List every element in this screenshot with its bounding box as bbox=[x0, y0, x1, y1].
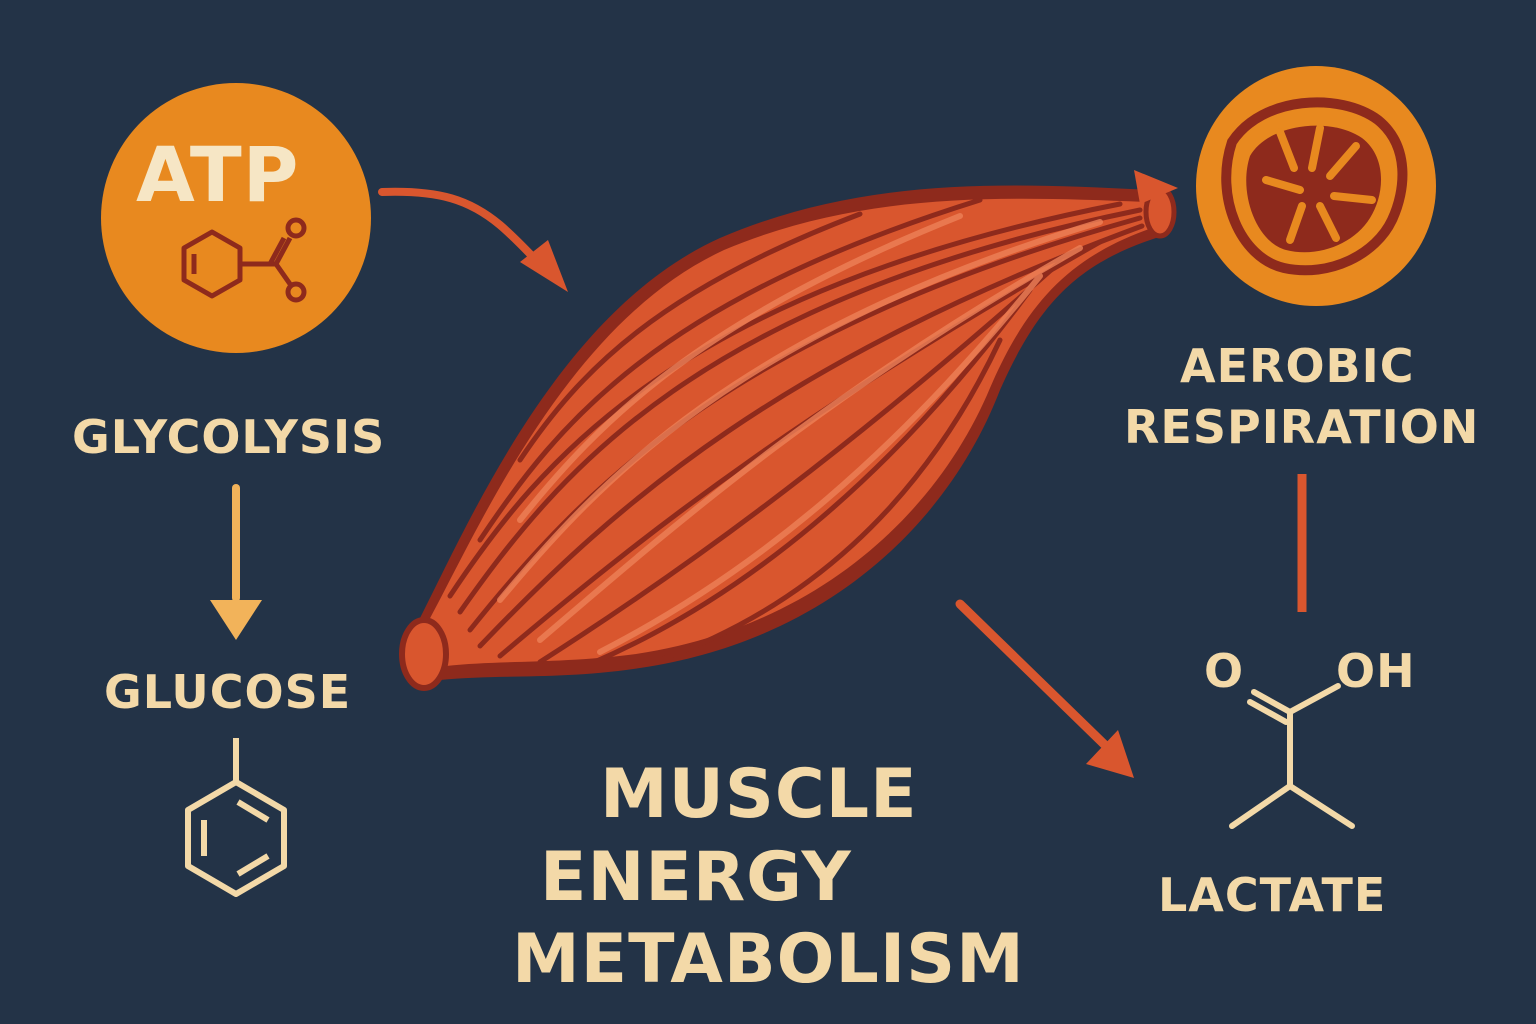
aerobic-label: AEROBIC bbox=[1180, 339, 1415, 393]
atp-circle-icon bbox=[101, 83, 371, 353]
benzoyl-structure-icon bbox=[181, 217, 307, 303]
lactate-structure-icon bbox=[1229, 683, 1355, 829]
benzene-ring-icon bbox=[185, 738, 287, 897]
title-line-3: METABOLISM bbox=[512, 920, 1025, 999]
glucose-label: GLUCOSE bbox=[104, 665, 352, 719]
arrow-muscle-to-mitochondrion bbox=[1134, 170, 1178, 204]
glycolysis-label: GLYCOLYSIS bbox=[72, 410, 386, 464]
muscle-fiber-icon bbox=[399, 185, 1177, 691]
lactate-label: LACTATE bbox=[1158, 868, 1387, 922]
lactate-oxygen-label: O bbox=[1204, 644, 1245, 698]
arrow-muscle-to-lactate bbox=[955, 599, 1134, 778]
lactate-hydroxyl-label: OH bbox=[1336, 644, 1416, 698]
atp-label: ATP bbox=[136, 130, 300, 219]
respiration-label: RESPIRATION bbox=[1124, 400, 1480, 454]
mitochondrion-icon bbox=[1196, 66, 1436, 306]
arrow-atp-to-muscle bbox=[378, 187, 568, 292]
title-line-1: MUSCLE bbox=[600, 755, 918, 834]
arrow-glycolysis-to-glucose bbox=[210, 484, 262, 640]
title-line-2: ENERGY bbox=[540, 838, 852, 917]
